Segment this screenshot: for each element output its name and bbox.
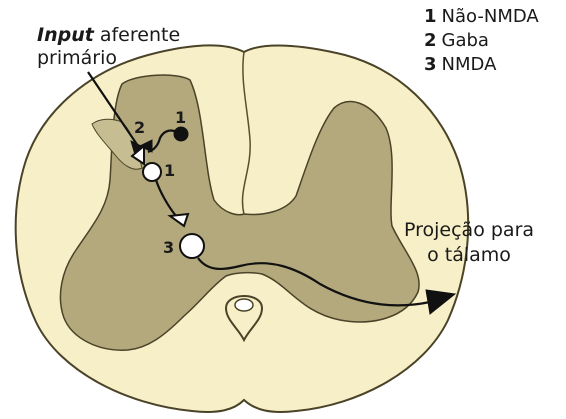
number-3: 3 — [163, 240, 174, 256]
neuron-3-cell — [180, 234, 204, 258]
legend-label: Não-NMDA — [442, 6, 539, 27]
input-word: Input — [37, 24, 94, 46]
afferent-input-label: Input aferente primário — [37, 24, 180, 70]
interneuron-1-top-cell — [174, 127, 188, 141]
number-2: 2 — [134, 120, 145, 136]
legend-number: 3 — [424, 54, 437, 75]
neuron-1-mid-cell — [143, 163, 161, 181]
projection-line2: o tálamo — [404, 243, 534, 268]
input-line2: primário — [37, 47, 180, 70]
number-1-top: 1 — [175, 110, 186, 126]
legend-label: Gaba — [442, 30, 489, 51]
central-canal — [235, 299, 253, 311]
input-rest: aferente — [94, 24, 180, 46]
number-1-mid: 1 — [164, 163, 175, 179]
projection-line1: Projeção para — [404, 218, 534, 243]
projection-label: Projeção para o tálamo — [404, 218, 534, 268]
legend-number: 2 — [424, 30, 437, 51]
legend-label: NMDA — [442, 54, 497, 75]
legend-number: 1 — [424, 6, 437, 27]
